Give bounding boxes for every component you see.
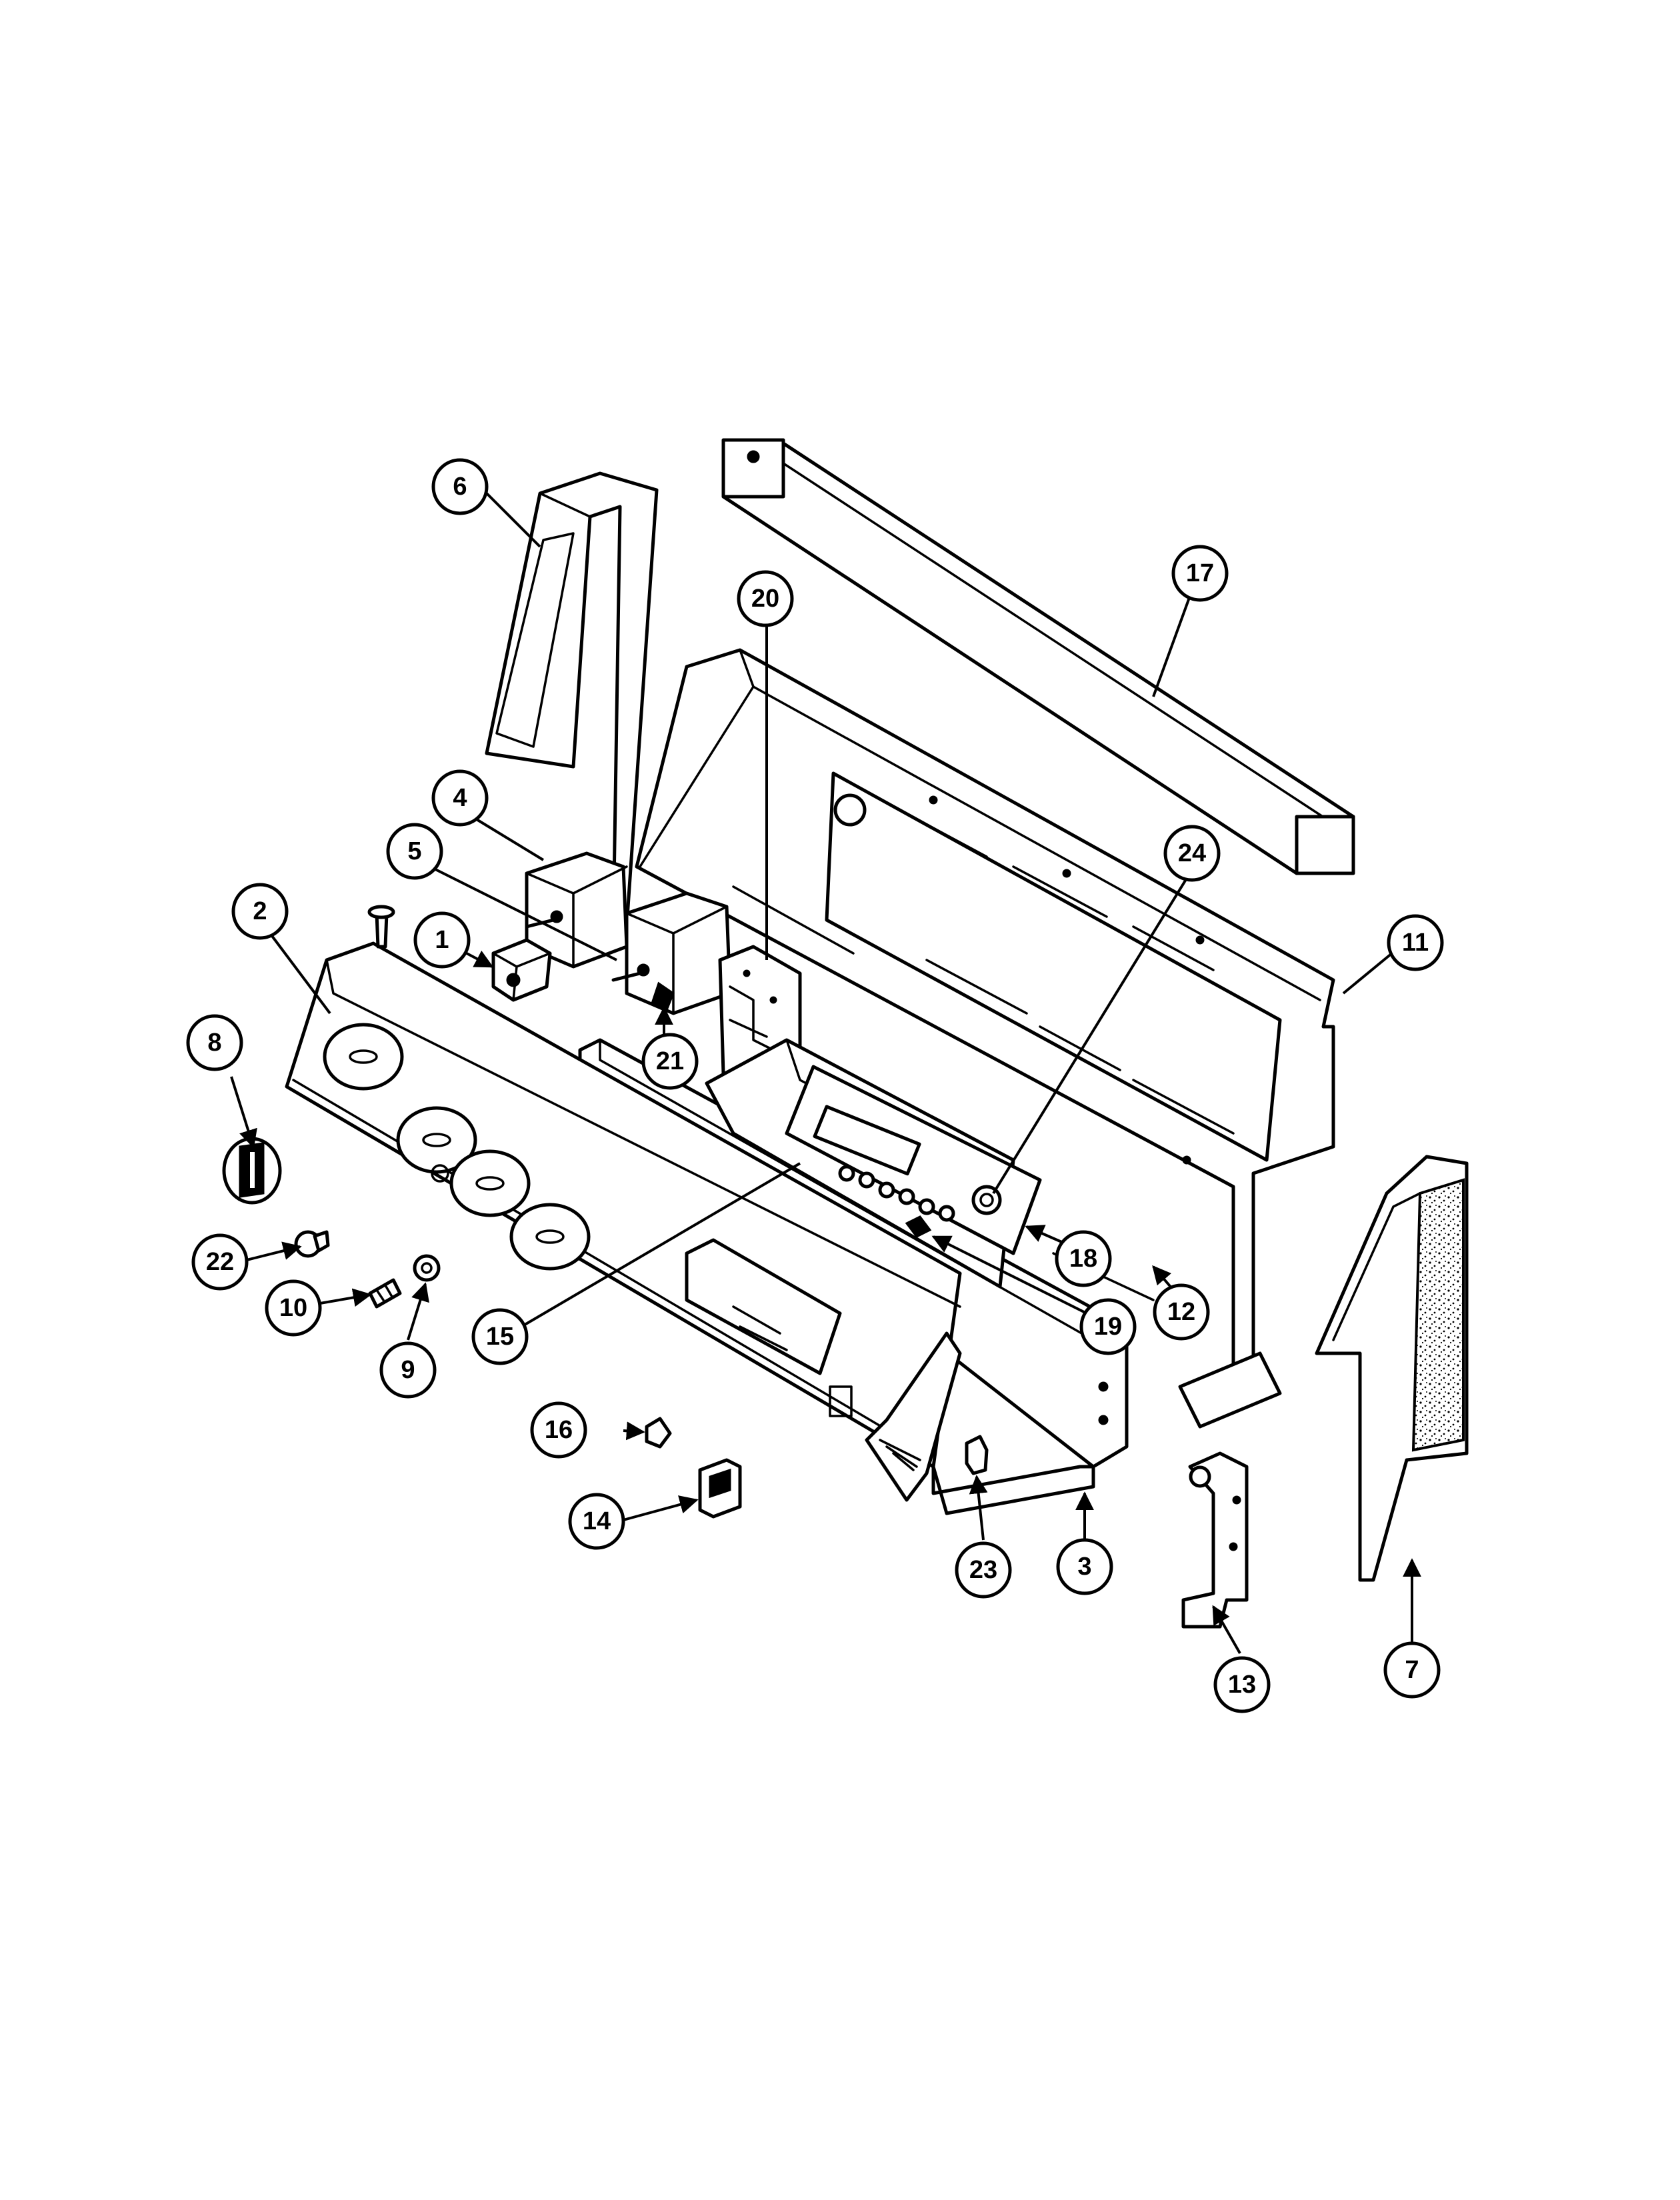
part-9-washer-icon — [413, 1254, 441, 1282]
svg-text:11: 11 — [1402, 929, 1429, 957]
svg-text:5: 5 — [407, 837, 421, 865]
svg-text:7: 7 — [1405, 1656, 1419, 1684]
part-16-knob-icon — [645, 1417, 672, 1449]
callout-12: 12 — [1153, 1283, 1210, 1341]
part-10-screw-icon — [368, 1278, 402, 1309]
svg-text:1: 1 — [435, 926, 449, 954]
callout-13: 13 — [1213, 1656, 1271, 1713]
callouts: 6 17 20 4 24 5 2 1 — [186, 458, 1444, 1713]
backguard-main-part — [635, 648, 1335, 1429]
callout-2: 2 — [231, 883, 289, 940]
callout-5: 5 — [386, 823, 443, 880]
svg-text:24: 24 — [1178, 839, 1206, 867]
svg-text:23: 23 — [969, 1556, 997, 1584]
svg-text:22: 22 — [206, 1248, 234, 1276]
svg-text:10: 10 — [279, 1294, 307, 1322]
infinite-switch-part — [525, 851, 732, 1015]
svg-text:3: 3 — [1077, 1553, 1091, 1581]
svg-text:9: 9 — [401, 1356, 415, 1384]
callout-9: 9 — [379, 1341, 437, 1399]
callout-18: 18 — [1055, 1230, 1112, 1287]
callout-6: 6 — [431, 458, 489, 515]
top-brace-part — [721, 438, 1355, 875]
part-1-block-icon — [491, 938, 552, 1002]
callout-1: 1 — [413, 911, 471, 969]
svg-text:13: 13 — [1228, 1671, 1256, 1699]
svg-text:8: 8 — [207, 1029, 221, 1057]
svg-text:17: 17 — [1186, 559, 1214, 587]
part-19-screw-icon — [905, 1215, 932, 1238]
svg-text:2: 2 — [253, 897, 267, 925]
callout-19: 19 — [1079, 1298, 1137, 1355]
callout-14: 14 — [568, 1493, 625, 1550]
callout-10: 10 — [265, 1279, 322, 1337]
callout-23: 23 — [955, 1541, 1012, 1599]
svg-text:4: 4 — [453, 784, 467, 812]
svg-text:18: 18 — [1069, 1245, 1097, 1273]
svg-text:19: 19 — [1094, 1313, 1122, 1341]
callout-3: 3 — [1056, 1538, 1113, 1595]
callout-15: 15 — [471, 1308, 529, 1365]
svg-text:15: 15 — [486, 1323, 514, 1351]
callout-8: 8 — [186, 1014, 243, 1071]
callout-4: 4 — [431, 769, 489, 827]
callout-11: 11 — [1387, 914, 1444, 971]
bracket-part — [1181, 1451, 1249, 1629]
callout-7: 7 — [1383, 1641, 1441, 1699]
callout-21: 21 — [641, 1033, 699, 1090]
front-control-panel-part — [285, 941, 962, 1502]
svg-text:20: 20 — [751, 585, 779, 613]
callout-17: 17 — [1171, 545, 1229, 602]
svg-text:6: 6 — [453, 473, 467, 501]
lower-trim-part — [879, 1439, 1095, 1515]
callout-16: 16 — [530, 1401, 587, 1459]
callout-24: 24 — [1163, 825, 1221, 882]
svg-text:12: 12 — [1167, 1298, 1195, 1326]
callout-22: 22 — [191, 1233, 249, 1291]
svg-text:21: 21 — [656, 1047, 684, 1075]
part-23-clip-icon — [965, 1435, 989, 1475]
svg-text:14: 14 — [583, 1507, 611, 1535]
small-hardware-parts — [222, 905, 1155, 1519]
callout-20: 20 — [737, 570, 794, 627]
svg-text:16: 16 — [545, 1416, 573, 1444]
right-end-cap-part — [1315, 1155, 1469, 1582]
